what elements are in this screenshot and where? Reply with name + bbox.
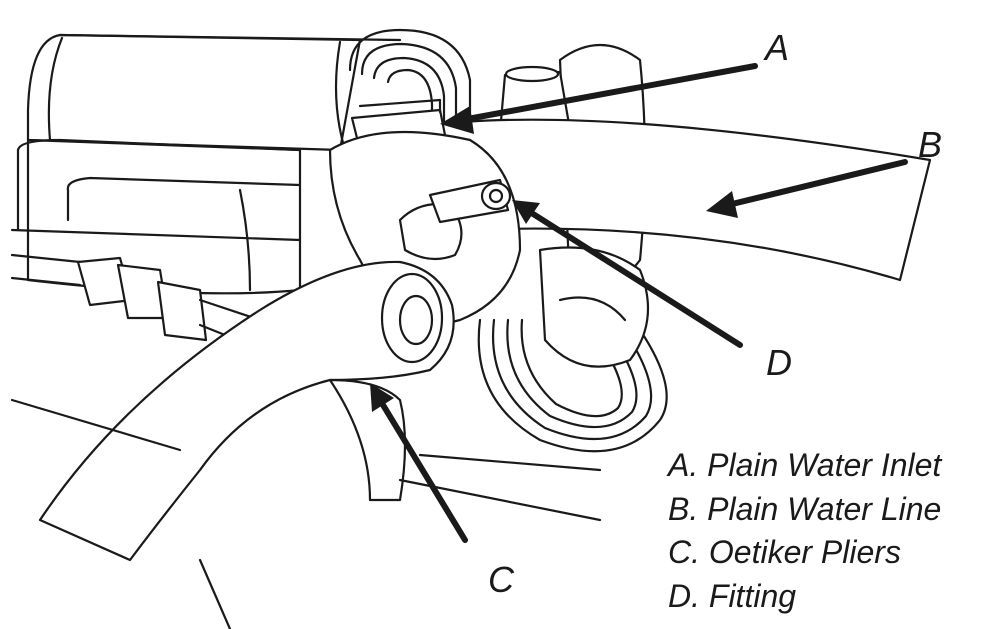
legend: A. Plain Water Inlet B. Plain Water Line… (666, 447, 942, 614)
callout-d: D (766, 342, 792, 383)
legend-item-b: B. Plain Water Line (668, 491, 941, 527)
coiled-tubing (348, 28, 668, 453)
pliers-handles (38, 260, 455, 562)
legend-item-c: C. Oetiker Pliers (668, 534, 901, 570)
arrow-b (706, 159, 908, 218)
callout-b: B (918, 124, 942, 165)
tank-illustration (10, 33, 402, 295)
arrow-a (440, 63, 758, 134)
arrow-c (370, 383, 468, 543)
arrow-d (512, 200, 743, 348)
legend-item-a: A. Plain Water Inlet (666, 447, 942, 483)
callout-a: A (763, 27, 789, 68)
callout-c: C (488, 559, 515, 600)
legend-item-d: D. Fitting (668, 578, 796, 614)
